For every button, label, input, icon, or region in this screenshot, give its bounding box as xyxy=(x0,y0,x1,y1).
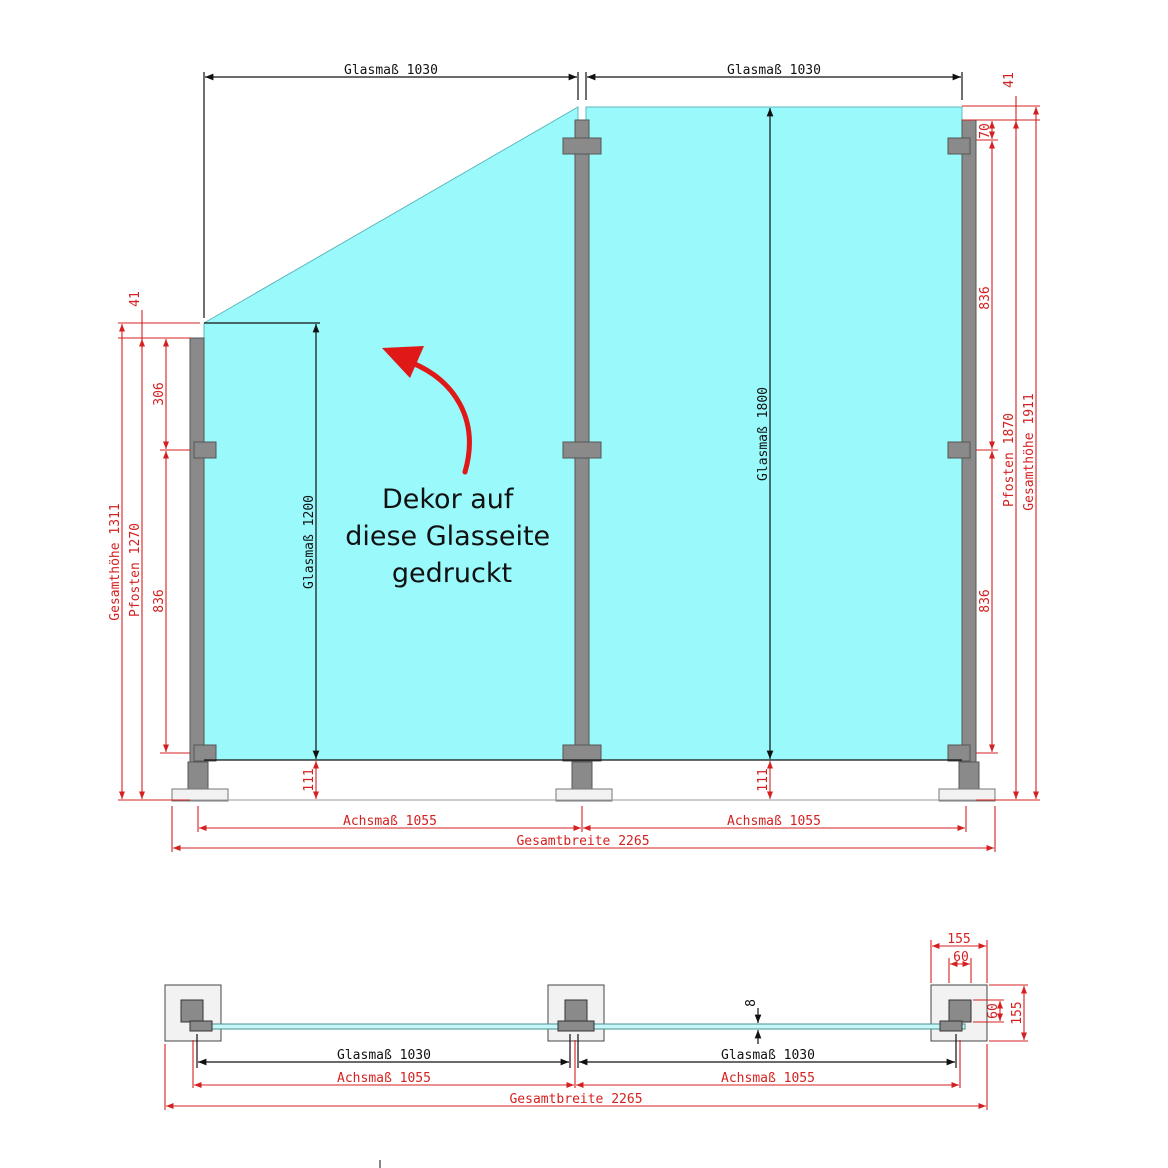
right-spacing-upper-label: 836 xyxy=(978,286,993,309)
left-spacing-label: 836 xyxy=(152,589,167,612)
decor-note-line-1: Dekor auf xyxy=(382,484,515,515)
plan-glass-left-label: Glasmaß 1030 xyxy=(337,1048,431,1063)
right-post-height-label: Pfosten 1870 xyxy=(1002,413,1017,507)
post-right xyxy=(938,119,996,802)
decor-note: Dekor auf diese Glasseite gedruckt xyxy=(345,484,559,589)
glass-clamps xyxy=(193,137,971,762)
plan-clamps xyxy=(189,1020,963,1032)
glass-panel-left xyxy=(203,106,579,761)
bottom-gap-left-label: 111 xyxy=(302,768,317,791)
red-dimensions xyxy=(118,96,1040,852)
glass-panel-right xyxy=(585,106,963,761)
plan-post-right xyxy=(948,999,972,1023)
decor-arrow xyxy=(382,346,472,475)
plan-post-size-label: 155 xyxy=(947,932,970,947)
post-middle xyxy=(555,119,613,802)
decor-note-line-2: diese Glasseite xyxy=(345,521,550,552)
plan-axis-left-label: Achsmaß 1055 xyxy=(337,1071,431,1086)
plan-tube-size-label: 60 xyxy=(953,950,969,965)
plan-post-middle xyxy=(564,999,588,1023)
glass-height-left-label: Glasmaß 1200 xyxy=(302,495,317,589)
decor-note-line-3: gedruckt xyxy=(392,558,512,589)
glass-dimensions xyxy=(203,72,963,761)
plan-red-dimensions xyxy=(164,940,1028,1110)
left-top-offset-label: 306 xyxy=(152,382,167,405)
bottom-gap-right-label: 111 xyxy=(756,768,771,791)
right-total-height-label: Gesamthöhe 1911 xyxy=(1022,393,1037,510)
plan-post-depth-label: 155 xyxy=(1010,1001,1025,1024)
gap-top-right-label: 41 xyxy=(1002,72,1017,88)
plan-axis-right-label: Achsmaß 1055 xyxy=(721,1071,815,1086)
plan-glass-thickness-label: 8 xyxy=(744,999,759,1007)
axis-right-label: Achsmaß 1055 xyxy=(727,814,821,829)
glass-width-left-label: Glasmaß 1030 xyxy=(344,63,438,78)
plan-view: 8 Glasmaß 1030 Glasmaß 1030 Achsmaß 1055… xyxy=(164,932,1028,1168)
plan-post-left xyxy=(180,999,204,1023)
plan-glass-dimensions xyxy=(196,1008,957,1068)
glass-height-right-label: Glasmaß 1800 xyxy=(756,387,771,481)
plan-total-width-label: Gesamtbreite 2265 xyxy=(509,1092,642,1107)
axis-left-label: Achsmaß 1055 xyxy=(343,814,437,829)
left-total-height-label: Gesamthöhe 1311 xyxy=(108,503,123,620)
right-spacing-lower-label: 836 xyxy=(978,589,993,612)
left-post-height-label: Pfosten 1270 xyxy=(128,523,143,617)
plan-base-plate-middle xyxy=(547,984,605,1042)
gap-top-left-label: 41 xyxy=(128,291,143,307)
elevation-view: Glasmaß 1030 Glasmaß 1030 Glasmaß 1200 G… xyxy=(108,63,1040,852)
plan-tube-depth-label: 60 xyxy=(986,1003,1001,1019)
glass-width-right-label: Glasmaß 1030 xyxy=(727,63,821,78)
total-width-label: Gesamtbreite 2265 xyxy=(516,834,649,849)
plan-glass-right-label: Glasmaß 1030 xyxy=(721,1048,815,1063)
right-top-offset-label: 70 xyxy=(978,123,993,139)
